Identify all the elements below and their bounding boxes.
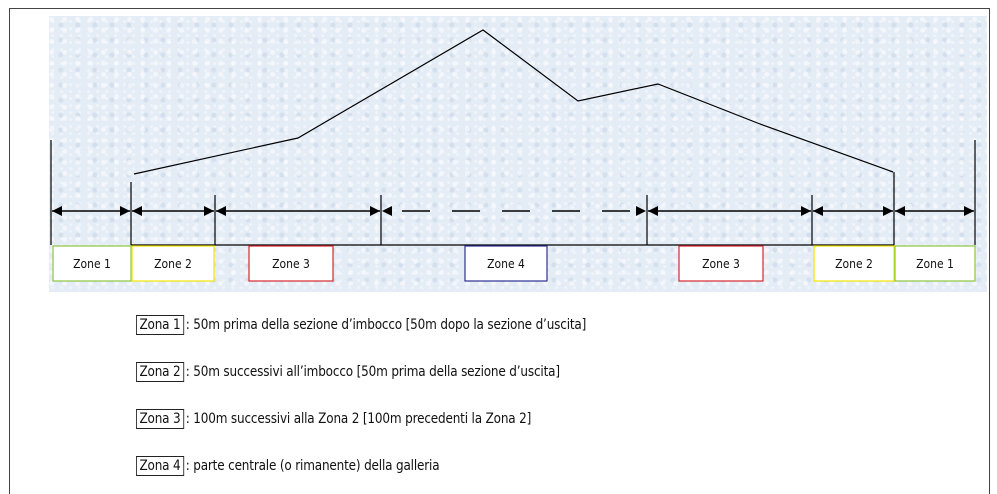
zone-label: Zone 1 [916,257,954,271]
legend-item: Zona 2: 50m successivi all’imbocco [50m … [136,362,560,382]
zone-box [248,245,334,282]
zone-box [464,245,548,282]
zone-box [131,245,215,282]
legend-description: : 100m successivi alla Zona 2 [100m prec… [185,411,532,427]
legend-term: Zona 3 [136,409,184,429]
legend-term: Zona 4 [136,456,184,476]
zone-label: Zone 3 [702,257,740,271]
zone-label: Zone 2 [154,257,192,271]
zone-label: Zone 3 [272,257,310,271]
mountain-profile [133,29,894,175]
zone-box [813,245,895,282]
zone-box [894,245,976,282]
zone-box [678,245,764,282]
zone-label: Zone 4 [487,257,525,271]
zone-labels: Zone 1 Zone 2 Zone 3 Zone 4 Zone 3 Zone … [52,245,976,282]
legend-description: : parte centrale (o rimanente) della gal… [185,458,440,474]
legend-description: : 50m successivi all’imbocco [50m prima … [185,364,560,380]
legend-description: : 50m prima della sezione d’imbocco [50m… [185,317,587,333]
legend-item: Zona 1: 50m prima della sezione d’imbocc… [136,315,586,335]
zone-label: Zone 2 [835,257,873,271]
legend-item: Zona 4: parte centrale (o rimanente) del… [136,456,440,476]
legend-term: Zona 2 [136,362,184,382]
legend-term: Zona 1 [136,315,184,335]
legend-item: Zona 3: 100m successivi alla Zona 2 [100… [136,409,531,429]
zone-box [52,245,132,282]
zone-label: Zone 1 [73,257,111,271]
